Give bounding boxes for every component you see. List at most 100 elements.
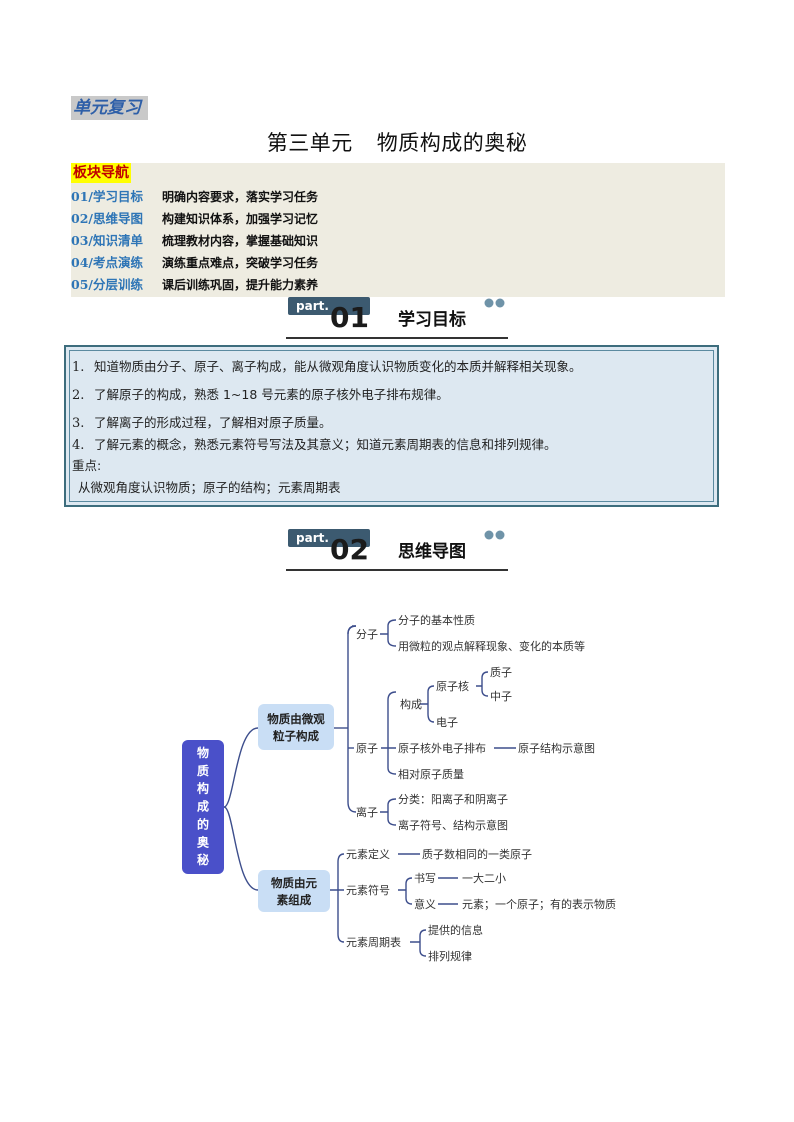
mm-branch2-line1: 物质由元 bbox=[271, 876, 317, 890]
goals-inner-border bbox=[69, 350, 714, 502]
mm-node-element-def: 元素定义 bbox=[346, 847, 390, 861]
key-points-label: 重点: bbox=[72, 458, 102, 473]
goal-number: 4. bbox=[72, 438, 85, 453]
part-02-banner: part. 02 思维导图 bbox=[286, 529, 508, 571]
page-title: 第三单元物质构成的奥秘 bbox=[0, 127, 794, 157]
mm-edge bbox=[420, 685, 435, 723]
mm-node-nucleus: 原子核 bbox=[436, 679, 469, 693]
mm-edge bbox=[223, 806, 259, 891]
mm-edge bbox=[476, 671, 489, 697]
mm-branch-node bbox=[258, 870, 330, 912]
mm-node-molecule: 分子 bbox=[356, 628, 378, 641]
mm-root-char-5: 的 bbox=[197, 816, 209, 831]
nav-item-code: 02/思维导图 bbox=[71, 211, 143, 226]
goal-item: 4. 了解元素的概念，熟悉元素符号写法及其意义；知道元素周期表的信息和排列规律。 bbox=[72, 436, 557, 455]
banner-rule bbox=[286, 337, 508, 339]
goal-number: 3. bbox=[72, 416, 85, 431]
nav-item-desc: 明确内容要求，落实学习任务 bbox=[162, 190, 319, 204]
mm-node-arrangement: 原子核外电子排布 bbox=[398, 741, 486, 755]
mm-node-relative-mass: 相对原子质量 bbox=[398, 767, 464, 781]
mm-node-diagram: 原子结构示意图 bbox=[518, 741, 595, 755]
mm-edge bbox=[381, 691, 397, 775]
mm-root-char-3: 构 bbox=[197, 781, 209, 796]
goal-item: 2. 了解原子的构成，熟悉 1~18 号元素的原子核外电子排布规律。 bbox=[72, 386, 449, 405]
nav-item-desc: 梳理教材内容，掌握基础知识 bbox=[162, 234, 319, 248]
mm-branch2-line2: 素组成 bbox=[277, 893, 312, 907]
mm-node-mol-2: 用微粒的观点解释现象、变化的本质等 bbox=[398, 639, 585, 653]
nav-item-desc: 演练重点难点，突破学习任务 bbox=[162, 256, 319, 270]
mm-node-compose: 构成 bbox=[400, 697, 422, 711]
banner-rule bbox=[286, 569, 508, 571]
key-points-text: 从微观角度认识物质；原子的结构；元素周期表 bbox=[78, 480, 341, 495]
mm-node-periodic-2: 排列规律 bbox=[428, 949, 472, 963]
learning-goals-box: 1. 知道物质由分子、原子、离子构成，能从微观角度认识物质变化的本质并解释相关现象… bbox=[64, 345, 719, 507]
goal-text: 了解离子的形成过程，了解相对原子质量。 bbox=[94, 415, 332, 430]
part-01-banner: part. 01 学习目标 bbox=[286, 297, 508, 339]
mm-node-atom: 原子 bbox=[356, 742, 378, 755]
nav-item-code: 01/学习目标 bbox=[71, 189, 143, 204]
mm-node-meaning-text: 元素；一个原子；有的表示物质 bbox=[462, 897, 616, 911]
mm-root-char-7: 秘 bbox=[197, 852, 209, 867]
goal-item: 1. 知道物质由分子、原子、离子构成，能从微观角度认识物质变化的本质并解释相关现象… bbox=[72, 358, 582, 377]
nav-heading: 板块导航 bbox=[71, 163, 131, 183]
goal-text: 了解原子的构成，熟悉 1~18 号元素的原子核外电子排布规律。 bbox=[94, 387, 449, 402]
mm-edge bbox=[410, 929, 427, 957]
goal-number: 2. bbox=[72, 388, 85, 403]
part-tag: part. bbox=[288, 529, 370, 547]
mm-node-ion-class: 分类：阳离子和阴离子 bbox=[398, 792, 508, 806]
mm-edge bbox=[380, 619, 397, 647]
nav-item-desc: 构建知识体系，加强学习记忆 bbox=[162, 212, 319, 226]
mm-node-neutron: 中子 bbox=[490, 690, 512, 703]
decorative-dots-icon bbox=[484, 298, 505, 308]
mm-node-proton: 质子 bbox=[490, 666, 512, 679]
mm-node-ion: 离子 bbox=[356, 805, 378, 819]
part-tag: part. bbox=[288, 297, 370, 315]
mm-node-write: 书写 bbox=[414, 872, 436, 885]
nav-item[interactable]: 03/知识清单 梳理教材内容，掌握基础知识 bbox=[71, 231, 318, 251]
nav-item[interactable]: 04/考点演练演练重点难点，突破学习任务 bbox=[71, 253, 318, 273]
mm-node-write-text: 一大二小 bbox=[462, 871, 506, 885]
nav-item-code: 03/知识清单 bbox=[71, 233, 143, 248]
mm-node-mol-1: 分子的基本性质 bbox=[398, 613, 475, 627]
goal-item: 3. 了解离子的形成过程，了解相对原子质量。 bbox=[72, 414, 332, 433]
mm-node-ion-symbol: 离子符号、结构示意图 bbox=[398, 818, 508, 832]
section-navigation: 板块导航 01/学习目标 明确内容要求，落实学习任务 02/思维导图 构建知识体系，… bbox=[71, 163, 725, 297]
mm-edge bbox=[223, 727, 259, 808]
part-number: 01 bbox=[330, 301, 369, 334]
mm-branch1-line1: 物质由微观 bbox=[267, 712, 325, 726]
goal-number: 1. bbox=[72, 360, 85, 375]
mm-edge bbox=[380, 798, 397, 826]
mm-node-periodic: 元素周期表 bbox=[346, 935, 401, 949]
title-unit: 第三单元 bbox=[266, 131, 353, 155]
mm-node-element-def-text: 质子数相同的一类原子 bbox=[422, 847, 532, 861]
nav-item-code: 05/分层训练 bbox=[71, 277, 143, 292]
goal-text: 知道物质由分子、原子、离子构成，能从微观角度认识物质变化的本质并解释相关现象。 bbox=[94, 359, 582, 374]
title-topic: 物质构成的奥秘 bbox=[376, 131, 528, 155]
nav-item[interactable]: 05/分层训练 课后训练巩固，提升能力素养 bbox=[71, 275, 318, 295]
mm-root-node bbox=[182, 740, 224, 874]
mm-edge bbox=[438, 877, 458, 905]
mm-edge bbox=[398, 877, 413, 905]
mind-map: 物 质 构 成 的 奥 秘 物质由微观 粒子构成 物质由元 素组成 分子 分子的… bbox=[182, 613, 616, 963]
nav-item[interactable]: 02/思维导图 构建知识体系，加强学习记忆 bbox=[71, 209, 318, 229]
mm-node-electron: 电子 bbox=[436, 716, 458, 729]
mm-node-periodic-1: 提供的信息 bbox=[428, 923, 483, 937]
part-label: 思维导图 bbox=[398, 542, 466, 562]
part-number: 02 bbox=[330, 533, 369, 566]
mm-edge bbox=[347, 625, 357, 635]
unit-review-tag: 单元复习 bbox=[71, 96, 148, 120]
mm-root-char-4: 成 bbox=[197, 799, 209, 814]
mm-root-char-2: 质 bbox=[197, 763, 209, 778]
mm-branch-node bbox=[258, 704, 334, 750]
mm-root-char-6: 奥 bbox=[197, 834, 210, 849]
goal-text: 了解元素的概念，熟悉元素符号写法及其意义；知道元素周期表的信息和排列规律。 bbox=[94, 437, 557, 452]
nav-item-desc: 课后训练巩固，提升能力素养 bbox=[162, 278, 319, 292]
mm-edge bbox=[330, 853, 345, 943]
nav-item[interactable]: 01/学习目标 明确内容要求，落实学习任务 bbox=[71, 187, 318, 207]
mm-node-element-symbol: 元素符号 bbox=[346, 884, 390, 897]
mm-branch1-line2: 粒子构成 bbox=[273, 729, 319, 743]
mm-edge bbox=[347, 625, 357, 813]
mm-node-meaning: 意义 bbox=[414, 897, 436, 911]
mm-root-char-1: 物 bbox=[197, 745, 209, 760]
decorative-dots-icon bbox=[484, 530, 505, 540]
